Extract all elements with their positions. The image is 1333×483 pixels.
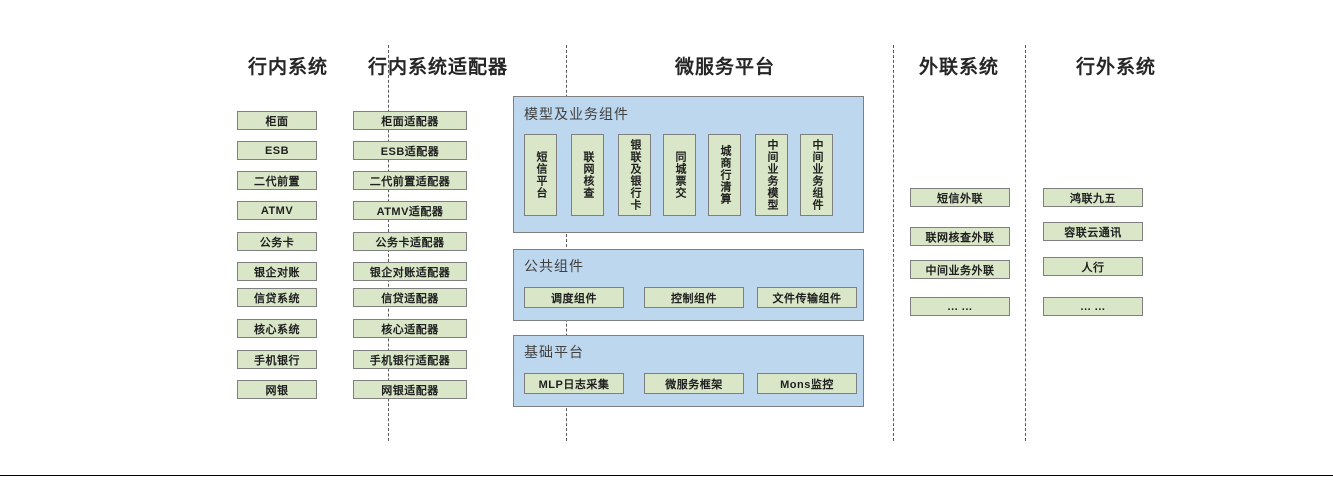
model-node-label: 短信平台 — [535, 151, 547, 199]
group-title-model-business: 模型及业务组件 — [524, 106, 629, 122]
model-node[interactable]: 中间业务组件 — [800, 134, 833, 216]
column-separator-4 — [1025, 45, 1026, 441]
model-node[interactable]: 中间业务模型 — [755, 134, 788, 216]
list-item[interactable]: 手机银行适配器 — [353, 350, 467, 369]
model-node[interactable]: 短信平台 — [524, 134, 557, 216]
public-component-node[interactable]: 调度组件 — [524, 287, 624, 308]
list-item[interactable]: 公务卡 — [237, 232, 317, 251]
list-item[interactable]: 二代前置 — [237, 171, 317, 190]
model-node[interactable]: 同城票交 — [663, 134, 696, 216]
group-title-public-components: 公共组件 — [524, 258, 584, 274]
list-item[interactable]: 二代前置适配器 — [353, 171, 467, 190]
public-component-node[interactable]: 控制组件 — [644, 287, 744, 308]
list-item[interactable]: 信贷适配器 — [353, 288, 467, 307]
group-public-components — [513, 249, 864, 321]
list-item[interactable]: 柜面适配器 — [353, 111, 467, 130]
list-item[interactable]: 银企对账适配器 — [353, 262, 467, 281]
list-item[interactable]: 网银适配器 — [353, 380, 467, 399]
list-item[interactable]: ESB — [237, 141, 317, 160]
model-node[interactable]: 银联及银行卡 — [618, 134, 651, 216]
platform-title: 微服务平台 — [674, 57, 775, 78]
model-node-label: 银联及银行卡 — [629, 139, 641, 211]
model-node-label: 联网核查 — [582, 151, 594, 199]
list-item[interactable]: 核心系统 — [237, 319, 317, 338]
list-item[interactable]: 人行 — [1043, 257, 1143, 276]
list-item[interactable]: 鸿联九五 — [1043, 188, 1143, 207]
list-item[interactable]: 容联云通讯 — [1043, 222, 1143, 241]
list-item[interactable]: 公务卡适配器 — [353, 232, 467, 251]
base-platform-node[interactable]: 微服务框架 — [644, 373, 744, 394]
list-item[interactable]: ESB适配器 — [353, 141, 467, 160]
column-title-inbank: 行内系统 — [247, 57, 328, 78]
list-item[interactable]: 网银 — [237, 380, 317, 399]
list-item[interactable]: ... ... — [910, 297, 1010, 316]
list-item[interactable]: 短信外联 — [910, 188, 1010, 207]
column-title-external-link: 外联系统 — [918, 57, 999, 78]
column-title-adapter: 行内系统适配器 — [367, 57, 508, 78]
model-node-label: 城商行清算 — [719, 145, 731, 205]
list-item[interactable]: 信贷系统 — [237, 288, 317, 307]
list-item[interactable]: 手机银行 — [237, 350, 317, 369]
model-node-label: 中间业务模型 — [766, 139, 778, 211]
list-item[interactable]: ... ... — [1043, 297, 1143, 316]
group-base-platform — [513, 335, 864, 407]
list-item[interactable]: 核心适配器 — [353, 319, 467, 338]
list-item[interactable]: ATMV — [237, 201, 317, 220]
list-item[interactable]: 柜面 — [237, 111, 317, 130]
model-node[interactable]: 联网核查 — [571, 134, 604, 216]
list-item[interactable]: 联网核查外联 — [910, 227, 1010, 246]
model-node-label: 同城票交 — [674, 151, 686, 199]
group-title-base-platform: 基础平台 — [524, 344, 584, 360]
base-platform-node[interactable]: MLP日志采集 — [524, 373, 624, 394]
base-platform-node[interactable]: Mons监控 — [757, 373, 857, 394]
page-bottom-rule — [0, 475, 1333, 476]
column-separator-3 — [893, 45, 894, 441]
model-node[interactable]: 城商行清算 — [708, 134, 741, 216]
column-title-outbank: 行外系统 — [1075, 57, 1156, 78]
public-component-node[interactable]: 文件传输组件 — [757, 287, 857, 308]
column-separator-2 — [566, 45, 567, 441]
list-item[interactable]: 银企对账 — [237, 262, 317, 281]
list-item[interactable]: ATMV适配器 — [353, 201, 467, 220]
model-node-label: 中间业务组件 — [811, 139, 823, 211]
list-item[interactable]: 中间业务外联 — [910, 260, 1010, 279]
